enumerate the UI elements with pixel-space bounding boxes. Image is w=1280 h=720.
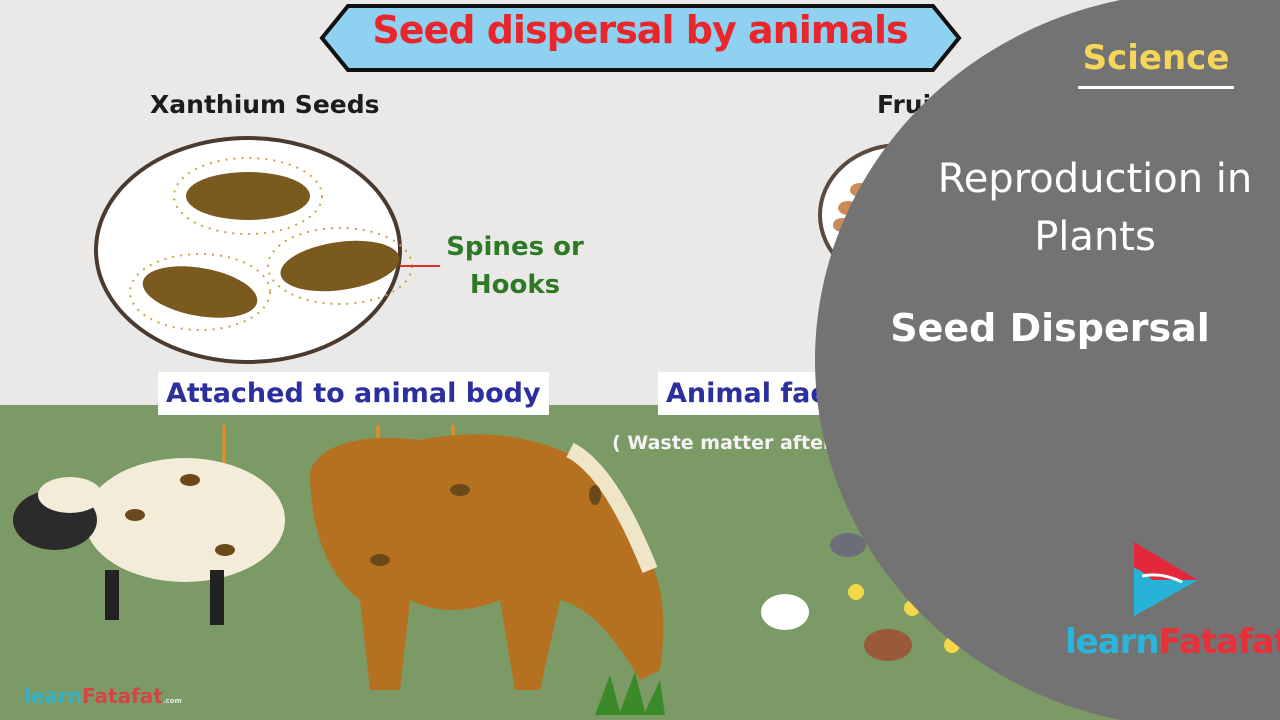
horse-hitchhiking-seeds <box>125 474 601 566</box>
subject-label: Science <box>1078 38 1234 89</box>
xanthium-heading: Xanthium Seeds <box>150 90 380 119</box>
xanthium-seeds-illustration <box>94 136 440 364</box>
birds-illustration <box>761 533 960 661</box>
brand-logo: learnFatafat.comTM <box>1065 622 1280 662</box>
brand-learn: learn <box>1065 622 1160 662</box>
sheep-illustration <box>13 458 285 625</box>
brand-fatafat: Fatafat <box>1158 622 1280 662</box>
watermark-logo: learnFatafat.com <box>24 684 182 708</box>
chapter-title: Reproduction in Plants <box>937 156 1253 260</box>
wm-suffix: .com <box>162 697 182 705</box>
wm-fatafat: Fatafat <box>82 684 163 708</box>
topic-title: Seed Dispersal <box>890 306 1210 350</box>
attached-caption: Attached to animal body <box>158 372 549 415</box>
grass-tuft <box>595 672 665 715</box>
title-banner <box>319 4 962 72</box>
waste-note: ( Waste matter after <box>612 432 833 454</box>
spines-hooks-label: Spines or Hooks <box>446 232 584 300</box>
horse-illustration <box>310 434 664 690</box>
wm-learn: learn <box>24 684 83 708</box>
logo-icon <box>1134 542 1198 616</box>
page-title: Seed dispersal by animals <box>372 8 908 52</box>
